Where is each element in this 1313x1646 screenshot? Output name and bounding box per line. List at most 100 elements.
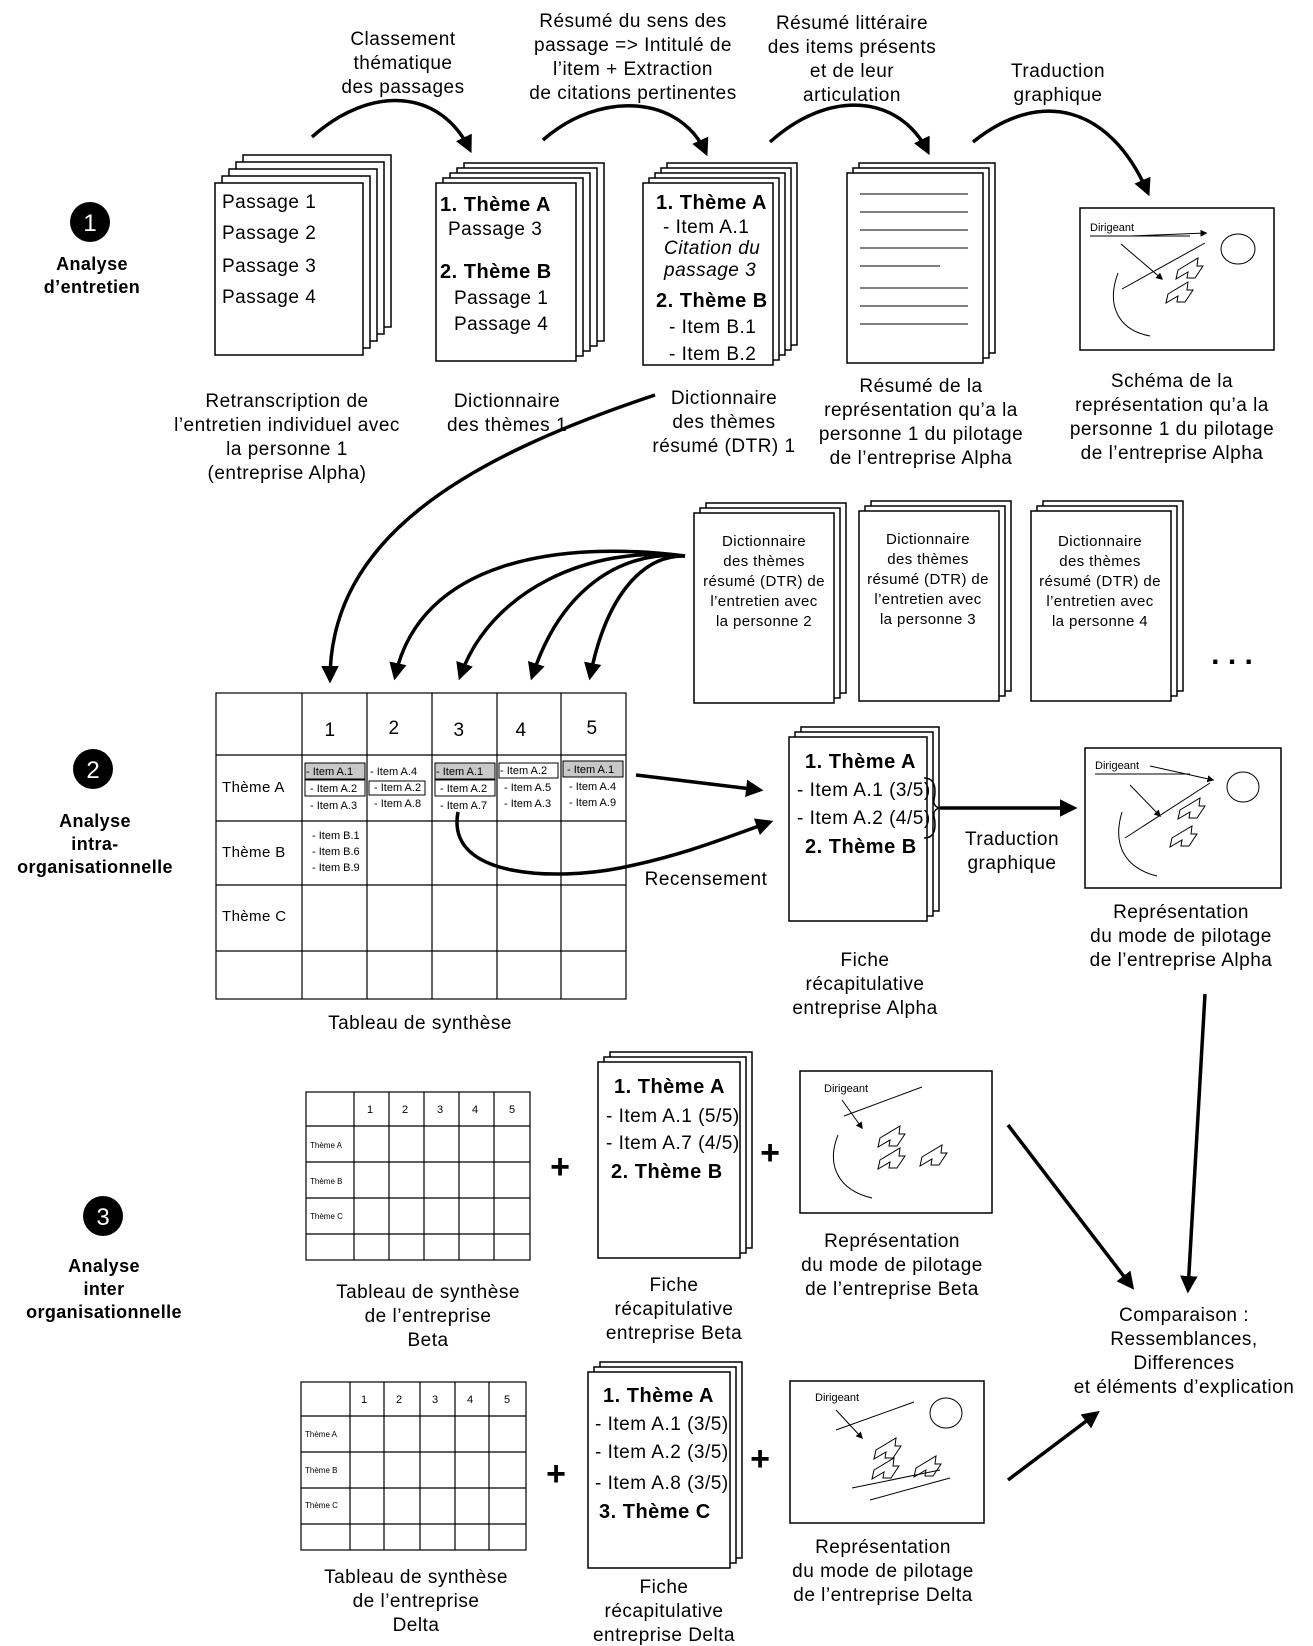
- svg-text:Fiche: Fiche: [640, 1577, 689, 1598]
- step-2-label-line: organisationnelle: [17, 857, 173, 877]
- svg-text:Dictionnaire: Dictionnaire: [1058, 533, 1142, 550]
- delta-table: 1 2 3 4 5 Thème A Thème B Thème C: [300, 1381, 527, 1551]
- svg-text:passage => Intitulé de: passage => Intitulé de: [534, 35, 732, 56]
- svg-text:Classement: Classement: [350, 29, 456, 50]
- svg-text:graphique: graphique: [967, 853, 1056, 874]
- label-traduction-2: Traduction graphique: [965, 829, 1059, 874]
- svg-text:Thème C: Thème C: [310, 1212, 343, 1221]
- svg-text:- Item A.8 (3/5): - Item A.8 (3/5): [595, 1473, 729, 1494]
- svg-text:Passage 3: Passage 3: [222, 256, 316, 277]
- svg-text:Comparaison :: Comparaison :: [1119, 1305, 1249, 1326]
- label-resume-sens: Résumé du sens des passage => Intitulé d…: [529, 11, 736, 104]
- svg-text:- Item A.1 (3/5): - Item A.1 (3/5): [797, 780, 931, 801]
- schema-alpha-caption: Représentation du mode de pilotage de l’…: [1090, 902, 1272, 971]
- svg-text:- Item B.2: - Item B.2: [669, 344, 756, 365]
- ellipsis: . . .: [1211, 638, 1253, 671]
- svg-text:et de leur: et de leur: [810, 61, 894, 82]
- svg-text:- Item A.1: - Item A.1: [436, 766, 483, 778]
- svg-text:Thème A: Thème A: [305, 1430, 338, 1439]
- summary-caption: Résumé de la représentation qu’a la pers…: [819, 376, 1023, 469]
- svg-text:3: 3: [432, 1394, 438, 1406]
- svg-text:Dictionnaire: Dictionnaire: [671, 388, 777, 409]
- svg-text:- Item A.4: - Item A.4: [370, 766, 417, 778]
- svg-text:3: 3: [437, 1104, 443, 1116]
- svg-text:la personne 4: la personne 4: [1052, 613, 1148, 630]
- svg-text:Fiche: Fiche: [841, 950, 890, 971]
- delta-table-caption: Tableau de synthèse de l’entreprise Delt…: [324, 1567, 507, 1636]
- svg-text:la personne 3: la personne 3: [880, 611, 976, 628]
- schema-alpha: Dirigeant: [1084, 747, 1282, 889]
- svg-text:de l’entreprise Delta: de l’entreprise Delta: [793, 1585, 972, 1606]
- svg-text:de l’entreprise: de l’entreprise: [353, 1591, 480, 1612]
- svg-text:5: 5: [509, 1104, 515, 1116]
- svg-text:résumé (DTR) 1: résumé (DTR) 1: [652, 436, 795, 457]
- svg-text:3: 3: [96, 1204, 109, 1231]
- arrow-dtr-to-col3: [456, 552, 686, 681]
- svg-text:passage 3: passage 3: [663, 260, 756, 281]
- svg-text:des thèmes: des thèmes: [1059, 553, 1141, 570]
- svg-text:du mode de pilotage: du mode de pilotage: [792, 1561, 974, 1582]
- step-3-marker: 3 Analyse inter organisationnelle: [26, 1196, 182, 1322]
- fiche-alpha: 1. Thème A - Item A.1 (3/5) - Item A.2 (…: [788, 726, 941, 922]
- svg-text:5: 5: [586, 718, 597, 739]
- step-2-marker: 2 Analyse intra- organisationnelle: [17, 749, 173, 877]
- svg-text:- Item B.9: - Item B.9: [312, 862, 360, 874]
- svg-text:- Item A.1 (3/5): - Item A.1 (3/5): [595, 1414, 729, 1435]
- schema-beta: Dirigeant: [799, 1070, 993, 1214]
- svg-text:(entreprise Alpha): (entreprise Alpha): [208, 463, 367, 484]
- svg-text:et éléments d’explication: et éléments d’explication: [1074, 1377, 1295, 1398]
- svg-text:Retranscription de: Retranscription de: [205, 391, 368, 412]
- svg-text:4: 4: [515, 720, 526, 741]
- step-3-label-line: Analyse: [68, 1256, 140, 1276]
- svg-text:Passage 3: Passage 3: [448, 219, 542, 240]
- arrow-classement: [310, 98, 472, 154]
- svg-text:Dirigeant: Dirigeant: [815, 1392, 859, 1404]
- svg-text:1: 1: [83, 210, 96, 237]
- svg-text:- Item A.1: - Item A.1: [663, 217, 749, 238]
- svg-text:Tableau de synthèse: Tableau de synthèse: [336, 1282, 520, 1303]
- svg-text:4: 4: [467, 1394, 473, 1406]
- step-1-marker: 1 Analyse d’entretien: [44, 202, 140, 297]
- fiche-beta-caption: Fiche récapitulative entreprise Beta: [606, 1275, 742, 1344]
- svg-text:3: 3: [453, 720, 464, 741]
- svg-text:- Item A.3: - Item A.3: [310, 800, 357, 812]
- svg-text:Dirigeant: Dirigeant: [824, 1083, 868, 1095]
- svg-text:- Item A.5: - Item A.5: [504, 782, 551, 794]
- svg-text:récapitulative: récapitulative: [806, 974, 925, 995]
- arrow-recensement: [455, 811, 774, 876]
- svg-text:récapitulative: récapitulative: [615, 1299, 734, 1320]
- schema-delta: Dirigeant: [789, 1380, 985, 1524]
- svg-text:représentation qu’a la: représentation qu’a la: [1075, 395, 1269, 416]
- arrow-traduction-1: [971, 109, 1151, 197]
- arrow-beta-to-comparison: [1006, 1123, 1135, 1290]
- svg-text:Dirigeant: Dirigeant: [1090, 222, 1134, 234]
- svg-text:1. Thème A: 1. Thème A: [603, 1385, 714, 1407]
- svg-text:- Item A.1: - Item A.1: [306, 766, 353, 778]
- transcription-caption: Retranscription de l’entretien individue…: [174, 391, 399, 484]
- arrow-dtr-to-col5: [584, 554, 686, 681]
- svg-text:des passages: des passages: [341, 77, 464, 98]
- svg-text:1. Thème A: 1. Thème A: [440, 194, 551, 216]
- schema-beta-caption: Représentation du mode de pilotage de l’…: [801, 1231, 983, 1300]
- svg-text:Thème A: Thème A: [310, 1141, 343, 1150]
- plus-sign: +: [750, 1440, 770, 1478]
- step-3-label-line: inter: [83, 1279, 124, 1299]
- svg-text:2: 2: [388, 718, 399, 739]
- svg-text:- Item B.1: - Item B.1: [669, 317, 756, 338]
- svg-text:de citations pertinentes: de citations pertinentes: [529, 83, 736, 104]
- svg-text:représentation qu’a la: représentation qu’a la: [824, 400, 1018, 421]
- label-classement: Classement thématique des passages: [341, 29, 464, 98]
- svg-text:- Item A.9: - Item A.9: [569, 797, 616, 809]
- svg-text:du mode de pilotage: du mode de pilotage: [801, 1255, 983, 1276]
- svg-text:Traduction: Traduction: [1011, 61, 1105, 82]
- svg-text:Beta: Beta: [407, 1330, 448, 1351]
- step-3-label-line: organisationnelle: [26, 1302, 182, 1322]
- schema-1-caption: Schéma de la représentation qu’a la pers…: [1070, 371, 1274, 464]
- svg-text:l’entretien avec: l’entretien avec: [710, 593, 817, 610]
- svg-text:1: 1: [361, 1394, 367, 1406]
- dictionary-document: 1. Thème A Passage 3 2. Thème B Passage …: [435, 162, 605, 362]
- svg-text:- Item A.2 (4/5): - Item A.2 (4/5): [797, 808, 931, 829]
- svg-text:personne 1 du pilotage: personne 1 du pilotage: [1070, 419, 1274, 440]
